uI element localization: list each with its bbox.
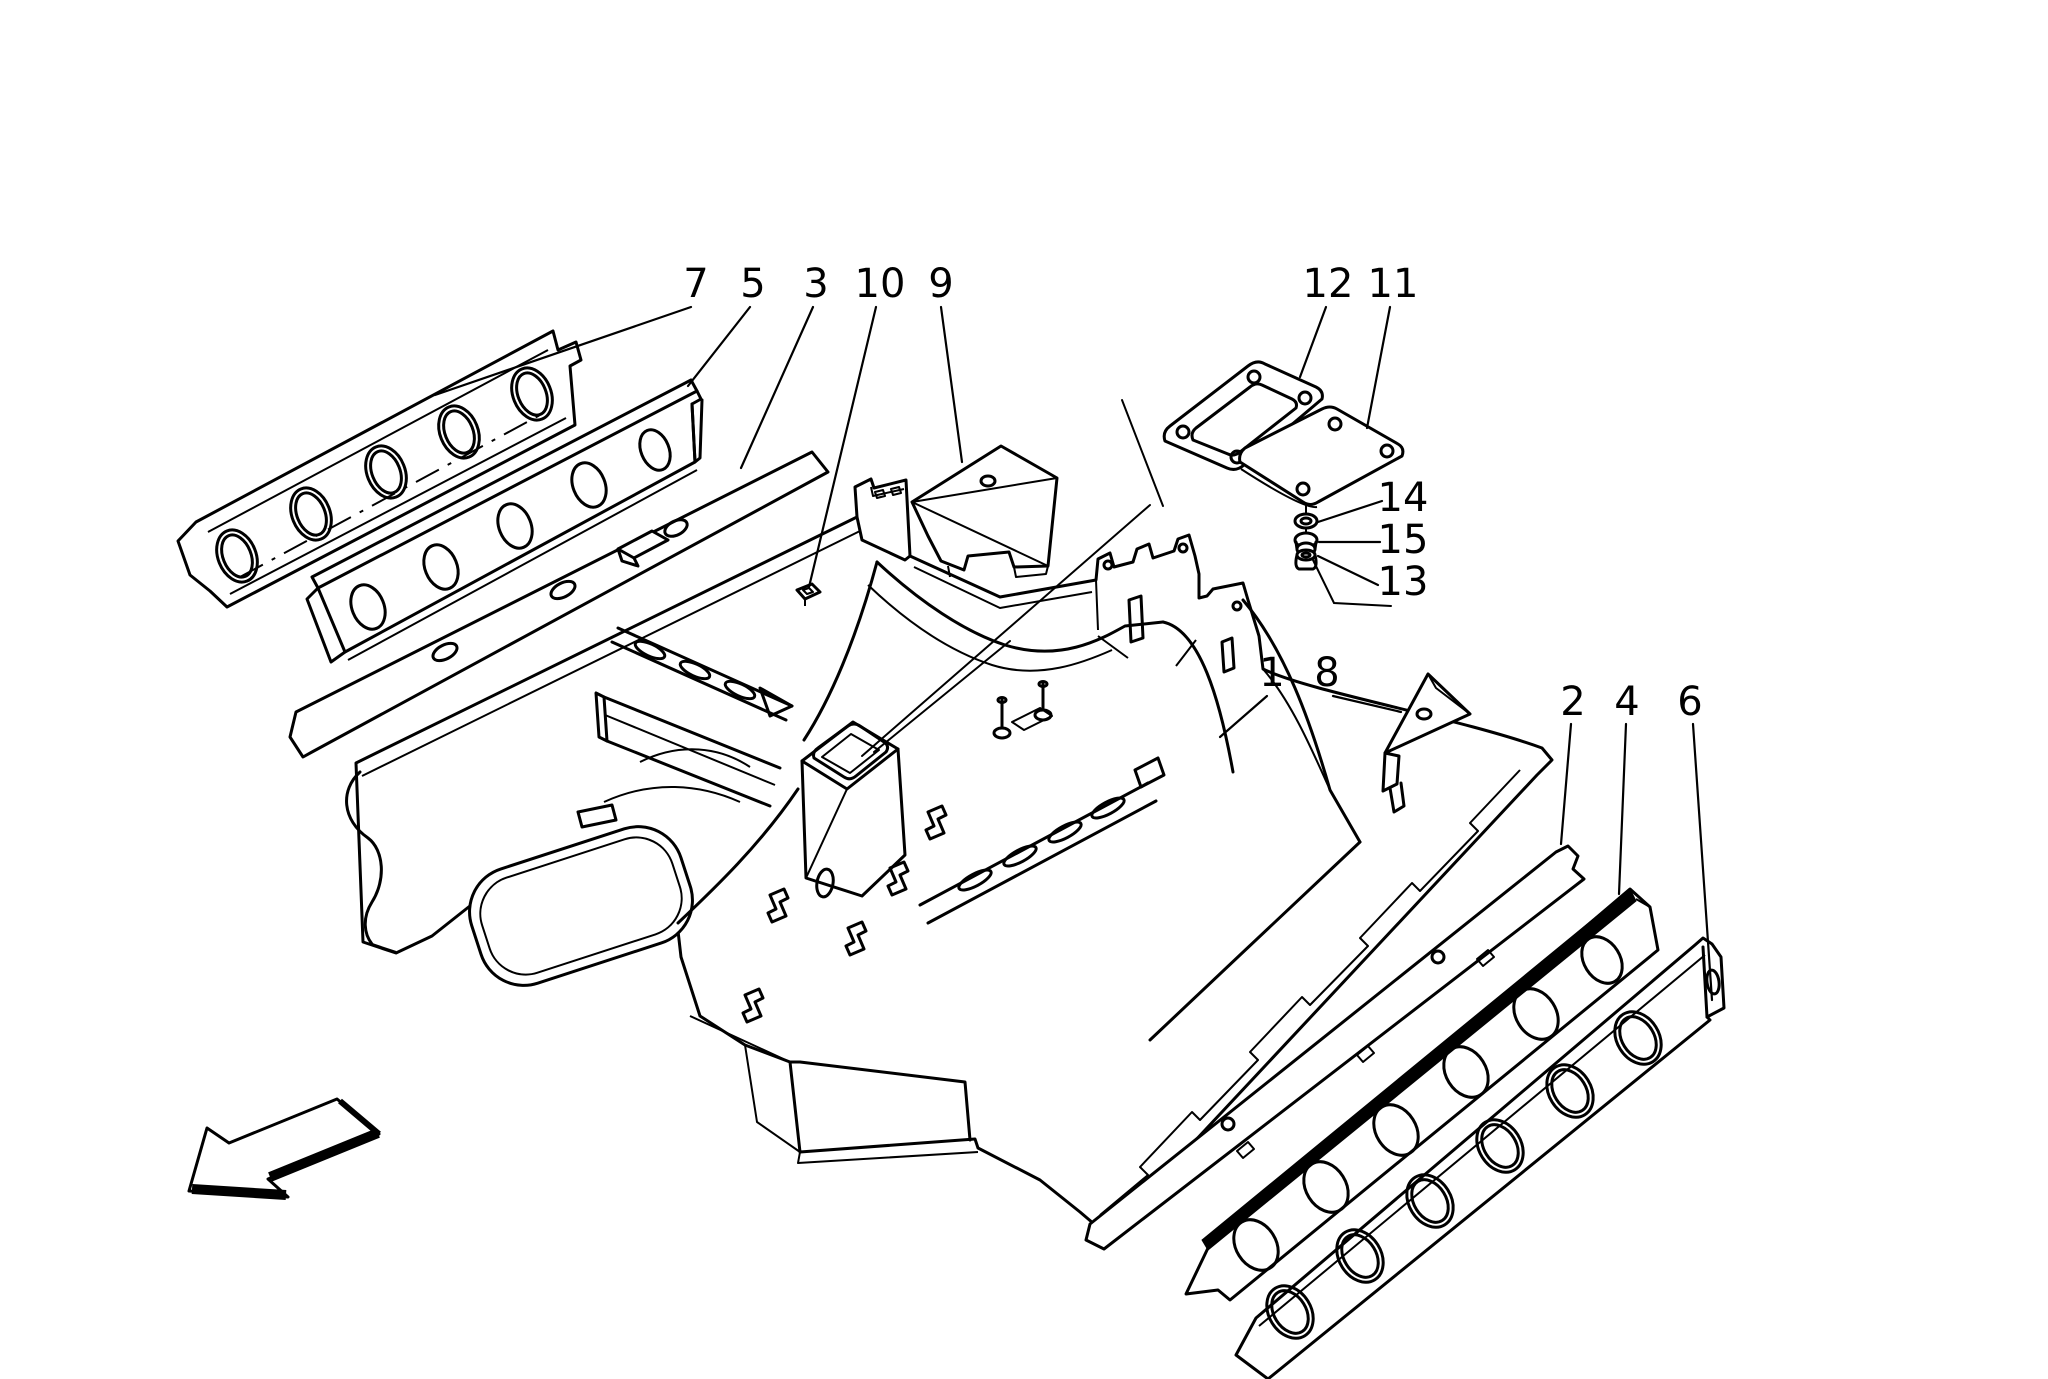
leader-line-9	[939, 305, 964, 464]
leader-line-11	[1365, 305, 1392, 430]
part-12-gasket-frame	[1162, 360, 1324, 471]
callout-label-6: 6	[1677, 679, 1702, 725]
leader-line-1	[1218, 694, 1269, 739]
leader-line-10	[807, 305, 878, 589]
callout-label-12: 12	[1303, 261, 1354, 307]
assembly-reference-line-3	[1121, 399, 1164, 507]
callout-label-7: 7	[683, 261, 708, 307]
part-4-perforated-sill-channel	[1184, 887, 1660, 1302]
part-7-perforated-sill-panel	[176, 329, 583, 609]
callout-label-2: 2	[1560, 679, 1585, 725]
leader-line-3	[739, 305, 815, 470]
callout-label-5: 5	[740, 261, 765, 307]
callout-label-11: 11	[1368, 261, 1419, 307]
part-10-square-nut	[795, 582, 822, 606]
leader-line-7	[433, 305, 693, 397]
part-3-sill-closing-strip	[288, 450, 830, 759]
leader-line-14	[1316, 499, 1384, 524]
direction-arrow-icon	[187, 1097, 381, 1200]
part-2-sill-closing-strip	[1084, 844, 1586, 1251]
part-11-cover-plate	[1238, 405, 1405, 509]
assembly-reference-line-1	[861, 504, 1151, 757]
part-6-perforated-sill-panel	[1234, 936, 1726, 1379]
callout-label-15: 15	[1378, 517, 1429, 563]
leader-line-4	[1617, 722, 1628, 896]
leader-line-12	[1298, 305, 1328, 379]
assembly-reference-line-2	[873, 640, 1011, 753]
callout-label-9: 9	[928, 261, 953, 307]
callout-label-8: 8	[1314, 650, 1339, 696]
leader-line-8	[1331, 694, 1403, 714]
leader-line-5	[686, 305, 752, 388]
leader-line-2	[1559, 722, 1573, 846]
assembly-reference-line-4	[1312, 559, 1392, 607]
assembly-reference-lines	[861, 399, 1392, 757]
part-8-corner-bracket	[1381, 672, 1472, 814]
callout-label-10: 10	[855, 261, 906, 307]
callout-label-4: 4	[1614, 679, 1639, 725]
leader-line-6	[1691, 722, 1714, 1002]
part-5-perforated-sill-channel	[305, 378, 704, 664]
part-9-corner-bracket	[910, 444, 1059, 578]
callout-label-14: 14	[1378, 475, 1429, 521]
callout-label-1: 1	[1259, 650, 1284, 696]
leader-line-13	[1316, 554, 1380, 587]
part-13-flanged-nut	[1294, 548, 1318, 571]
callout-label-13: 13	[1378, 559, 1429, 605]
callout-label-3: 3	[803, 261, 828, 307]
